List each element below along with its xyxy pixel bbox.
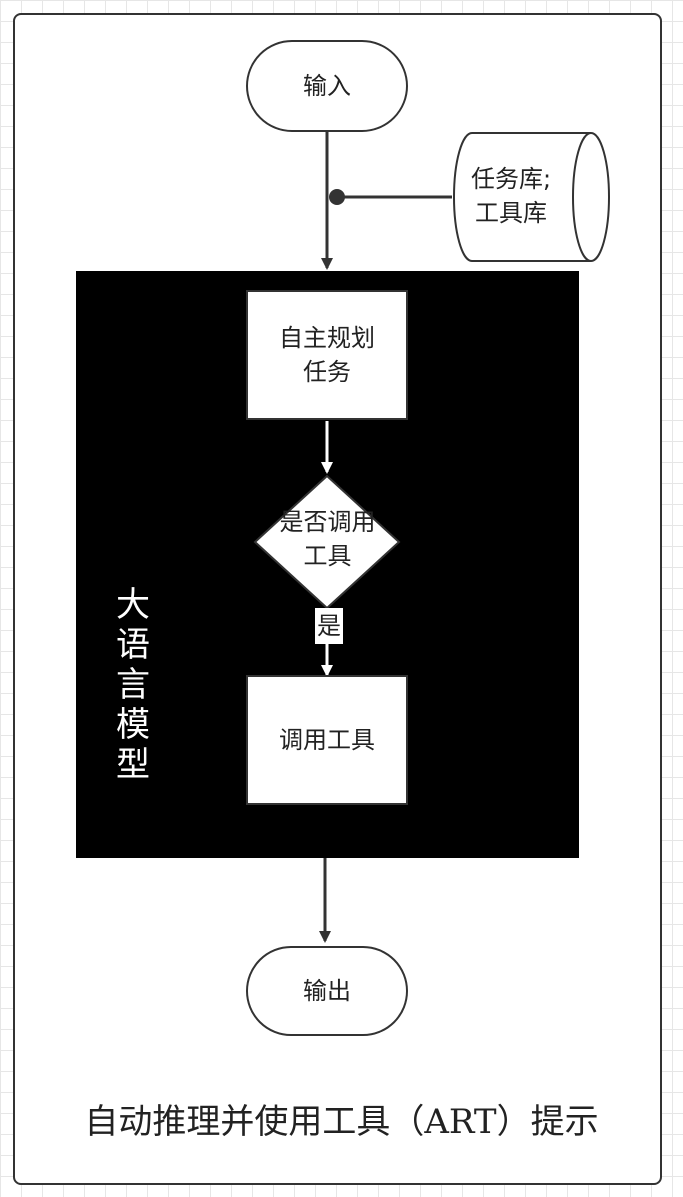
database-label: 任务库; 工具库 <box>470 165 552 227</box>
yes-label: 是 <box>315 608 343 644</box>
input-terminal: 输入 <box>246 40 408 132</box>
connector-dot <box>329 189 345 205</box>
decision-label: 是否调用 工具 <box>279 508 376 570</box>
output-label: 输出 <box>303 977 351 1005</box>
plan-task-label: 自主规划 任务 <box>279 324 375 386</box>
llm-label: 大 语 言 模 型 <box>116 585 150 785</box>
database-cylinder <box>453 132 610 262</box>
call-tool-label: 调用工具 <box>279 726 375 754</box>
input-label: 输入 <box>303 72 351 100</box>
plan-task-box: 自主规划 任务 <box>246 290 408 420</box>
output-terminal: 输出 <box>246 946 408 1036</box>
diagram-caption: 自动推理并使用工具（ART）提示 <box>84 1102 599 1142</box>
call-tool-box: 调用工具 <box>246 675 408 805</box>
